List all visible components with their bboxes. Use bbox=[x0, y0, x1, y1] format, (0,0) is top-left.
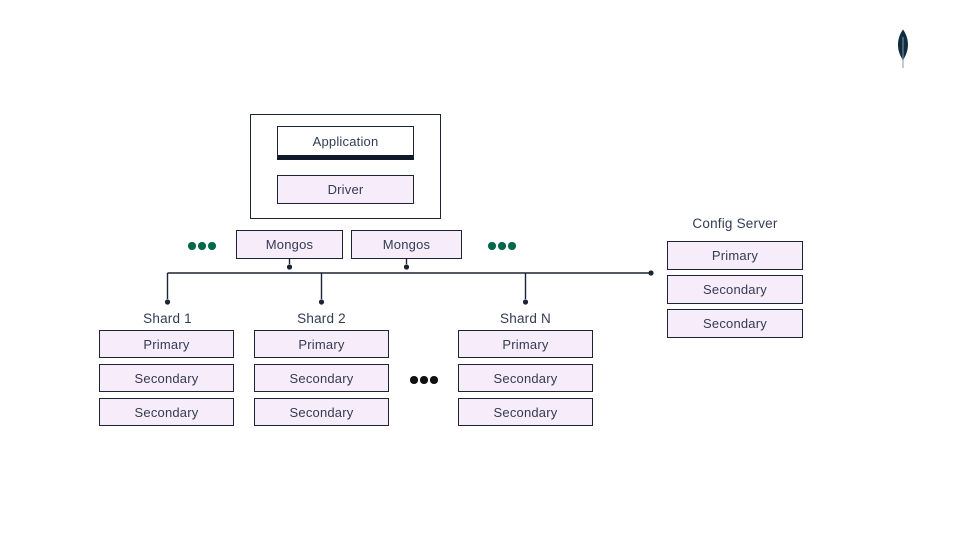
config-server-title: Config Server bbox=[692, 216, 778, 231]
mongos-2-node[interactable]: Mongos bbox=[351, 230, 462, 259]
shard-2-secondary-1-node[interactable]: Secondary bbox=[254, 364, 389, 392]
shard-n-primary-node[interactable]: Primary bbox=[458, 330, 593, 358]
config-server-primary-node[interactable]: Primary bbox=[667, 241, 803, 270]
shard-n-secondary-1-label: Secondary bbox=[493, 370, 558, 386]
shard-1-secondary-1-label: Secondary bbox=[134, 370, 199, 386]
shard-1-secondary-1-node[interactable]: Secondary bbox=[99, 364, 234, 392]
shard-2-title: Shard 2 bbox=[297, 311, 346, 326]
shard-2-secondary-2-label: Secondary bbox=[289, 404, 354, 420]
shard-2-secondary-1-label: Secondary bbox=[289, 370, 354, 386]
shard-n-title: Shard N bbox=[500, 311, 551, 326]
shard-n-secondary-2-label: Secondary bbox=[493, 404, 558, 420]
shard-n-secondary-2-node[interactable]: Secondary bbox=[458, 398, 593, 426]
shard-2-primary-label: Primary bbox=[298, 336, 345, 352]
more-shards-ellipsis-icon bbox=[410, 376, 438, 384]
shard-1-secondary-2-node[interactable]: Secondary bbox=[99, 398, 234, 426]
mongos-2-label: Mongos bbox=[382, 236, 431, 252]
shard-n-primary-label: Primary bbox=[502, 336, 549, 352]
shard-n-secondary-1-node[interactable]: Secondary bbox=[458, 364, 593, 392]
mongodb-leaf-icon bbox=[897, 29, 909, 68]
config-server-secondary-2-node[interactable]: Secondary bbox=[667, 309, 803, 338]
shard-1-secondary-2-label: Secondary bbox=[134, 404, 199, 420]
config-server-secondary-1-node[interactable]: Secondary bbox=[667, 275, 803, 304]
application-node[interactable]: Application bbox=[277, 126, 414, 160]
shard-1-title: Shard 1 bbox=[143, 311, 192, 326]
config-server-primary-label: Primary bbox=[711, 247, 759, 263]
driver-node[interactable]: Driver bbox=[277, 175, 414, 204]
shard-1-primary-node[interactable]: Primary bbox=[99, 330, 234, 358]
shard-1-primary-label: Primary bbox=[143, 336, 190, 352]
application-label: Application bbox=[312, 133, 379, 149]
config-server-secondary-2-label: Secondary bbox=[703, 315, 767, 331]
more-mongos-right-ellipsis-icon bbox=[488, 242, 516, 250]
shard-2-secondary-2-node[interactable]: Secondary bbox=[254, 398, 389, 426]
shard-2-primary-node[interactable]: Primary bbox=[254, 330, 389, 358]
more-mongos-left-ellipsis-icon bbox=[188, 242, 216, 250]
driver-label: Driver bbox=[327, 182, 364, 197]
mongos-1-node[interactable]: Mongos bbox=[236, 230, 343, 259]
config-server-secondary-1-label: Secondary bbox=[703, 281, 767, 297]
mongos-1-label: Mongos bbox=[265, 236, 314, 252]
